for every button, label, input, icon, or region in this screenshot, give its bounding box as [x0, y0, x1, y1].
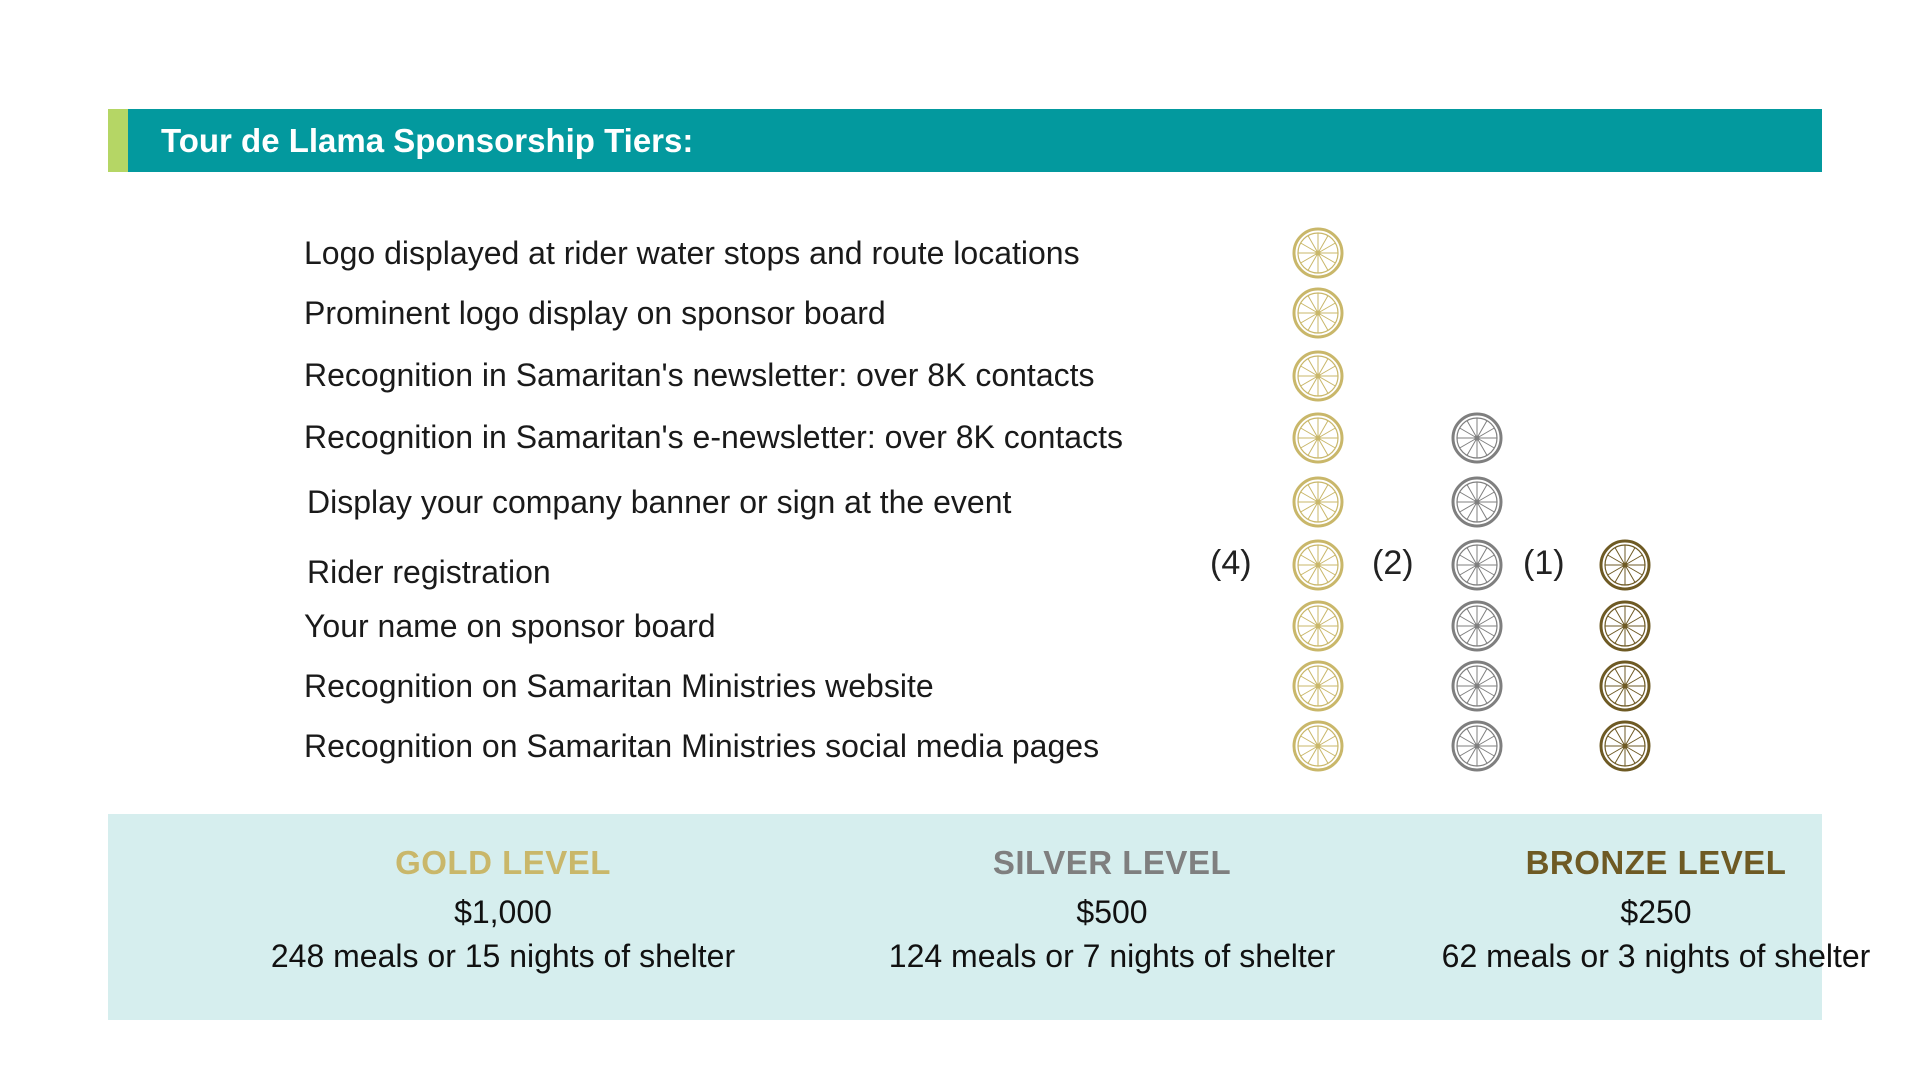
benefit-label: Your name on sponsor board	[304, 608, 716, 644]
benefit-label: Recognition in Samaritan's newsletter: o…	[304, 357, 1095, 393]
bicycle-wheel-icon	[1292, 600, 1344, 652]
page-title: Tour de Llama Sponsorship Tiers:	[161, 122, 694, 159]
header-banner: Tour de Llama Sponsorship Tiers:	[108, 109, 1822, 172]
tier-name: GOLD LEVEL	[395, 844, 611, 881]
benefit-label: Prominent logo display on sponsor board	[304, 295, 886, 331]
tier-price: $250	[1620, 894, 1692, 930]
benefit-label: Logo displayed at rider water stops and …	[304, 235, 1080, 271]
rider-count-label: (1)	[1523, 544, 1565, 582]
benefit-label: Rider registration	[307, 554, 551, 590]
rider-count-label: (4)	[1210, 544, 1252, 582]
bicycle-wheel-icon	[1292, 720, 1344, 772]
header-accent-bar	[108, 109, 128, 172]
benefit-label: Display your company banner or sign at t…	[307, 484, 1012, 520]
bicycle-wheel-icon	[1599, 660, 1651, 712]
tier-summary-panel: GOLD LEVEL $1,000 248 meals or 15 nights…	[108, 814, 1870, 1020]
tier-impact: 124 meals or 7 nights of shelter	[888, 938, 1336, 974]
bicycle-wheel-icon	[1599, 600, 1651, 652]
tier-price: $500	[1076, 894, 1148, 930]
bicycle-wheel-icon	[1292, 227, 1344, 279]
bicycle-wheel-icon	[1599, 720, 1651, 772]
tier-price: $1,000	[454, 894, 552, 930]
bicycle-wheel-icon	[1599, 539, 1651, 591]
benefit-label: Recognition on Samaritan Ministries soci…	[304, 728, 1100, 764]
tier-impact: 248 meals or 15 nights of shelter	[270, 938, 736, 974]
bicycle-wheel-icon	[1292, 350, 1344, 402]
bicycle-wheel-icon	[1292, 476, 1344, 528]
benefit-label: Recognition in Samaritan's e-newsletter:…	[304, 419, 1123, 455]
bicycle-wheel-icon	[1451, 720, 1503, 772]
bicycle-wheel-icon	[1292, 539, 1344, 591]
bicycle-wheel-icon	[1292, 660, 1344, 712]
bicycle-wheel-icon	[1292, 412, 1344, 464]
bicycle-wheel-icon	[1451, 539, 1503, 591]
bicycle-wheel-icon	[1451, 476, 1503, 528]
bicycle-wheel-icon	[1451, 412, 1503, 464]
tier-impact: 62 meals or 3 nights of shelter	[1441, 938, 1871, 974]
bicycle-wheel-icon	[1451, 660, 1503, 712]
bicycle-wheel-icon	[1292, 287, 1344, 339]
tier-name: SILVER LEVEL	[992, 844, 1232, 881]
rider-count-label: (2)	[1372, 544, 1414, 582]
benefit-label: Recognition on Samaritan Ministries webs…	[304, 668, 934, 704]
bicycle-wheel-icon	[1451, 600, 1503, 652]
tier-name: BRONZE LEVEL	[1525, 844, 1787, 881]
